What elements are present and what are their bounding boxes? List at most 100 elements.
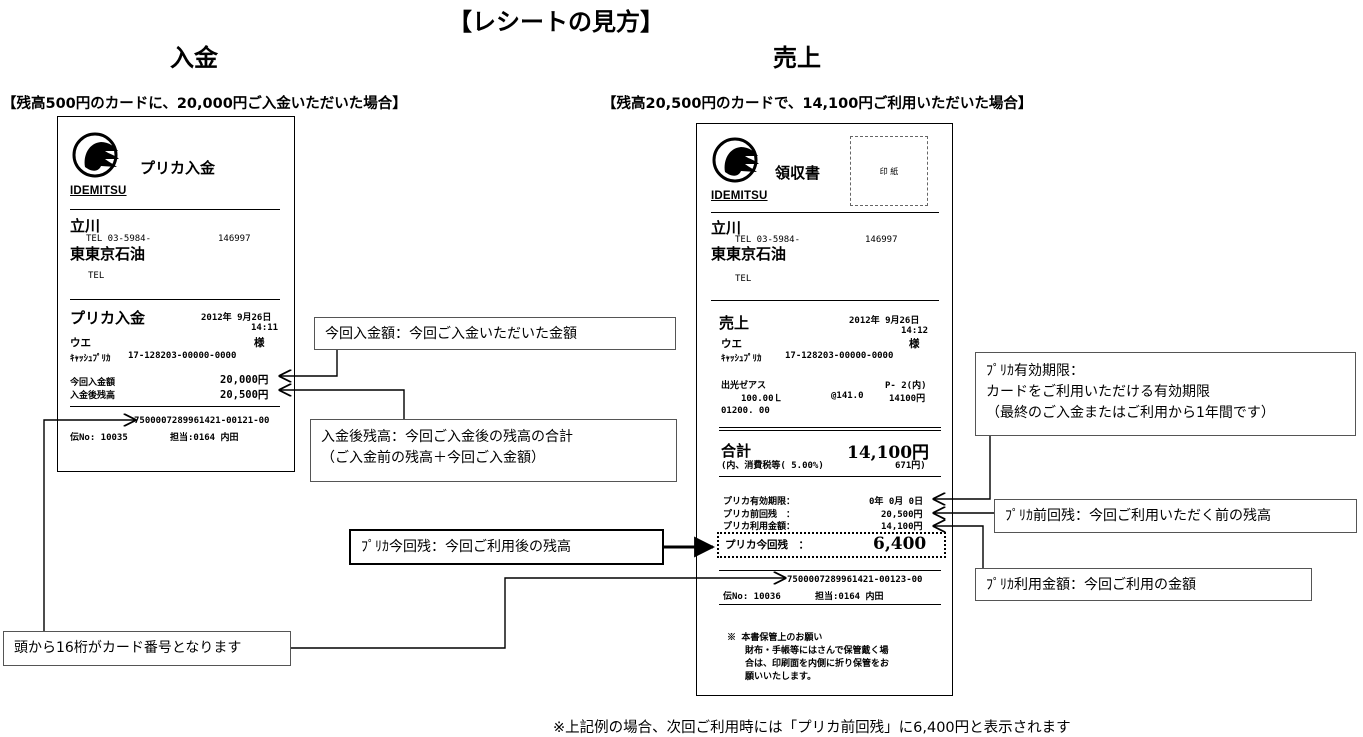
idemitsu-logo-icon: [712, 137, 759, 183]
callout-current-balance: ﾌﾟﾘｶ今回残：今回ご利用後の残高: [349, 529, 664, 565]
card-number: 17-128203-00000-0000: [128, 351, 237, 361]
arrow-card-number-left: [43, 420, 135, 631]
divider: [719, 430, 941, 431]
product-name: 出光ゼアス: [721, 381, 767, 391]
previous-balance-value: 20,500円: [881, 510, 923, 520]
brand-logo-text: IDEMITSU: [711, 190, 768, 202]
callout-text: ﾌﾟﾘｶ前回残：今回ご利用いただく前の残高: [1005, 508, 1271, 524]
transaction-time: 14:12: [901, 326, 929, 336]
deposit-case-description: 【残高500円のカードに、20,000円ご入金いただいた場合】: [2, 96, 407, 112]
deposit-receipt: プリカ入金 IDEMITSU 立川 TEL 03-5984- 146997 東東…: [57, 116, 295, 472]
storage-note-title: ※ 本書保管上のお願い: [727, 633, 823, 643]
store-number: 146997: [865, 235, 898, 245]
tel-line: TEL: [735, 274, 752, 284]
store-name: 立川: [70, 217, 101, 235]
pump-number: P- 2(内): [885, 381, 927, 391]
current-balance-label: プリカ今回残 ：: [725, 539, 809, 551]
transaction-type: プリカ入金: [70, 309, 146, 327]
revenue-stamp-box: 印 紙: [850, 136, 928, 206]
balance-after-value: 20,500円: [220, 389, 269, 401]
callout-card-expiry: ﾌﾟﾘｶ有効期限： カードをご利用いただける有効期限 （最終のご入金またはご利用…: [975, 352, 1356, 436]
company-name: 東東京石油: [711, 245, 787, 263]
company-name: 東東京石油: [70, 245, 146, 263]
footer-note: ※上記例の場合、次回ご利用時には「プリカ前回残」に6,400円と表示されます: [553, 720, 1071, 736]
sale-receipt: 領収書 印 紙 IDEMITSU 立川 TEL 03-5984- 146997 …: [696, 123, 953, 696]
expiry-value: 0年 0月 0日: [869, 497, 924, 507]
transaction-date: 2012年 9月26日: [849, 316, 920, 326]
transaction-type: 売上: [719, 314, 750, 332]
deposit-amount-value: 20,000円: [220, 374, 269, 386]
callout-text: 今回入金額：今回ご入金いただいた金額: [325, 326, 577, 342]
storage-note-line: 願いいたします。: [745, 672, 817, 682]
fuel-quantity: 100.00Ｌ: [741, 394, 783, 404]
customer-honorific: 様: [254, 337, 265, 349]
transaction-time: 14:11: [251, 323, 279, 333]
store-number: 146997: [218, 234, 251, 244]
customer-honorific: 様: [909, 338, 920, 350]
usage-amount-label: プリカ利用金額：: [723, 522, 796, 532]
receipt-header: 領収書: [775, 164, 821, 182]
arrow-expiry: [934, 436, 991, 499]
usage-amount-value: 14,100円: [881, 522, 923, 532]
divider: [70, 209, 280, 210]
storage-note-line: 合は、印刷面を内側に折り保管をお: [745, 659, 890, 669]
divider: [70, 406, 280, 407]
unit-price: @141.0: [831, 391, 864, 401]
callout-text: ﾌﾟﾘｶ今回残：今回ご利用後の残高: [361, 539, 571, 555]
divider: [711, 212, 939, 213]
store-name: 立川: [711, 219, 742, 237]
tax-label: (内、消費税等( 5.00%): [721, 461, 824, 471]
store-tel: TEL 03-5984-: [86, 234, 152, 244]
divider: [719, 427, 941, 428]
divider: [719, 604, 941, 605]
divider: [719, 476, 941, 477]
callout-text: 入金後残高：今回ご入金後の残高の合計: [321, 429, 573, 445]
arrow-usage-amount: [934, 526, 984, 568]
card-label: ｷｬｯｼｭﾌﾟﾘｶ: [721, 354, 762, 364]
staff-name: 担当:0164 内田: [170, 433, 239, 443]
slip-number: 伝No: 10035: [70, 433, 128, 443]
callout-text: 頭から16桁がカード番号となります: [14, 640, 242, 656]
storage-note-line: 財布・手帳等にはさんで保管戴く場: [745, 646, 889, 656]
barcode-number: 7500007289961421-00121-00: [134, 416, 270, 426]
callout-text: カードをご利用いただける有効期限: [986, 384, 1210, 400]
callout-text: ﾌﾟﾘｶ有効期限：: [986, 363, 1084, 379]
idemitsu-logo-icon: [72, 132, 119, 178]
previous-balance-label: プリカ前回残 ：: [723, 510, 796, 520]
callout-deposit-amount: 今回入金額：今回ご入金いただいた金額: [314, 317, 676, 350]
barcode-number: 7500007289961421-00123-00: [787, 575, 923, 585]
arrow-deposit-amount: [280, 350, 338, 376]
arrow-card-number-right: [291, 578, 785, 649]
divider: [70, 299, 280, 300]
staff-name: 担当:0164 内田: [815, 592, 884, 602]
total-label: 合計: [721, 442, 752, 460]
receipt-header: プリカ入金: [140, 159, 216, 177]
product-code: 01200. 00: [721, 406, 770, 416]
callout-text: ﾌﾟﾘｶ利用金額：今回ご利用の金額: [986, 577, 1196, 593]
divider: [711, 300, 939, 301]
store-tel: TEL 03-5984-: [735, 235, 801, 245]
expiry-label: プリカ有効期限：: [723, 497, 796, 507]
callout-text: （最終のご入金またはご利用から1年間です）: [986, 405, 1275, 421]
slip-number: 伝No: 10036: [723, 592, 781, 602]
callout-usage-amount: ﾌﾟﾘｶ利用金額：今回ご利用の金額: [975, 568, 1312, 601]
balance-after-label: 入金後残高: [70, 391, 116, 401]
transaction-date: 2012年 9月26日: [201, 313, 272, 323]
revenue-stamp-label: 印 紙: [879, 166, 899, 176]
page-title: 【レシートの見方】: [448, 8, 664, 36]
deposit-heading: 入金: [170, 44, 218, 72]
brand-logo-text: IDEMITSU: [70, 185, 127, 197]
arrow-balance-after: [280, 390, 405, 419]
callout-text: （ご入金前の残高＋今回ご入金額）: [321, 450, 545, 466]
callout-previous-balance: ﾌﾟﾘｶ前回残：今回ご利用いただく前の残高: [994, 499, 1357, 533]
deposit-amount-label: 今回入金額: [70, 378, 116, 388]
card-label: ｷｬｯｼｭﾌﾟﾘｶ: [70, 354, 111, 364]
line-total: 14100円: [889, 394, 926, 404]
tel-line: TEL: [88, 271, 105, 281]
tax-value: 671円): [895, 461, 926, 471]
total-value: 14,100円: [847, 443, 930, 463]
current-balance-value: 6,400: [873, 534, 927, 554]
sale-case-description: 【残高20,500円のカードで、14,100円ご利用いただいた場合】: [602, 96, 1033, 112]
callout-card-number: 頭から16桁がカード番号となります: [3, 631, 291, 666]
